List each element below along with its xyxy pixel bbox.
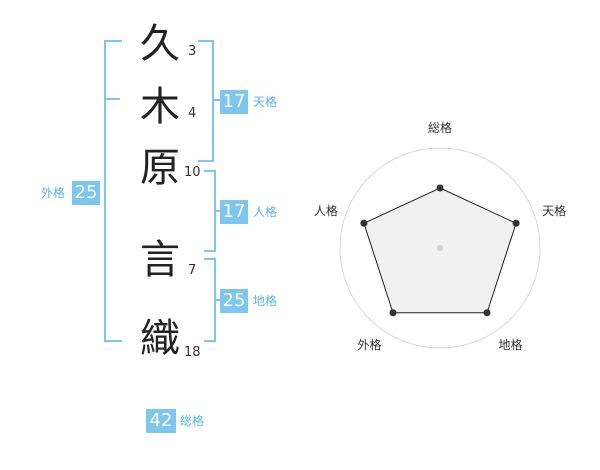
jinkaku-label: 人格	[253, 205, 278, 219]
name-char-4: 言	[140, 237, 180, 283]
chikaku-bracket-tick	[214, 299, 220, 301]
radar-axis-label-5: 人格	[314, 203, 338, 218]
tenkaku-bracket-tick	[212, 99, 220, 101]
gaikaku-bracket	[104, 40, 122, 342]
radar-point-3	[483, 309, 491, 317]
name-char-2: 木	[140, 84, 180, 130]
name-char-5: 織	[140, 316, 180, 362]
radar-point-4	[389, 309, 397, 317]
radar-center-dot	[437, 245, 443, 251]
jinkaku-value: 17	[220, 200, 248, 224]
stroke-count-1: 3	[188, 44, 197, 59]
tenkaku-label: 天格	[253, 95, 278, 109]
gaikaku-label: 外格	[41, 186, 66, 200]
stroke-count-5: 18	[184, 345, 201, 360]
soukaku-value: 42	[146, 409, 176, 433]
radar-point-1	[436, 184, 444, 192]
chikaku-value: 25	[220, 289, 248, 313]
radar-axis-label-4: 外格	[357, 337, 381, 352]
radar-axis-label-2: 天格	[542, 203, 566, 218]
stroke-count-4: 7	[188, 263, 197, 278]
stroke-count-3: 10	[184, 165, 201, 180]
radar-point-2	[512, 219, 520, 227]
name-char-3: 原	[140, 145, 180, 191]
stroke-count-2: 4	[188, 106, 197, 121]
gaikaku-bracket-tick	[104, 98, 120, 100]
gaikaku-value: 25	[72, 181, 100, 205]
soukaku-label: 総格	[180, 414, 205, 428]
radar-point-5	[360, 219, 368, 227]
tenkaku-bracket	[198, 40, 214, 162]
radar-axis-label-1: 総格	[428, 120, 452, 135]
radar-axis-label-3: 地格	[499, 337, 523, 352]
name-char-1: 久	[140, 21, 180, 67]
tenkaku-value: 17	[220, 90, 248, 114]
jinkaku-bracket-tick	[214, 210, 220, 212]
radar-points	[360, 184, 520, 317]
chikaku-label: 地格	[253, 294, 278, 308]
